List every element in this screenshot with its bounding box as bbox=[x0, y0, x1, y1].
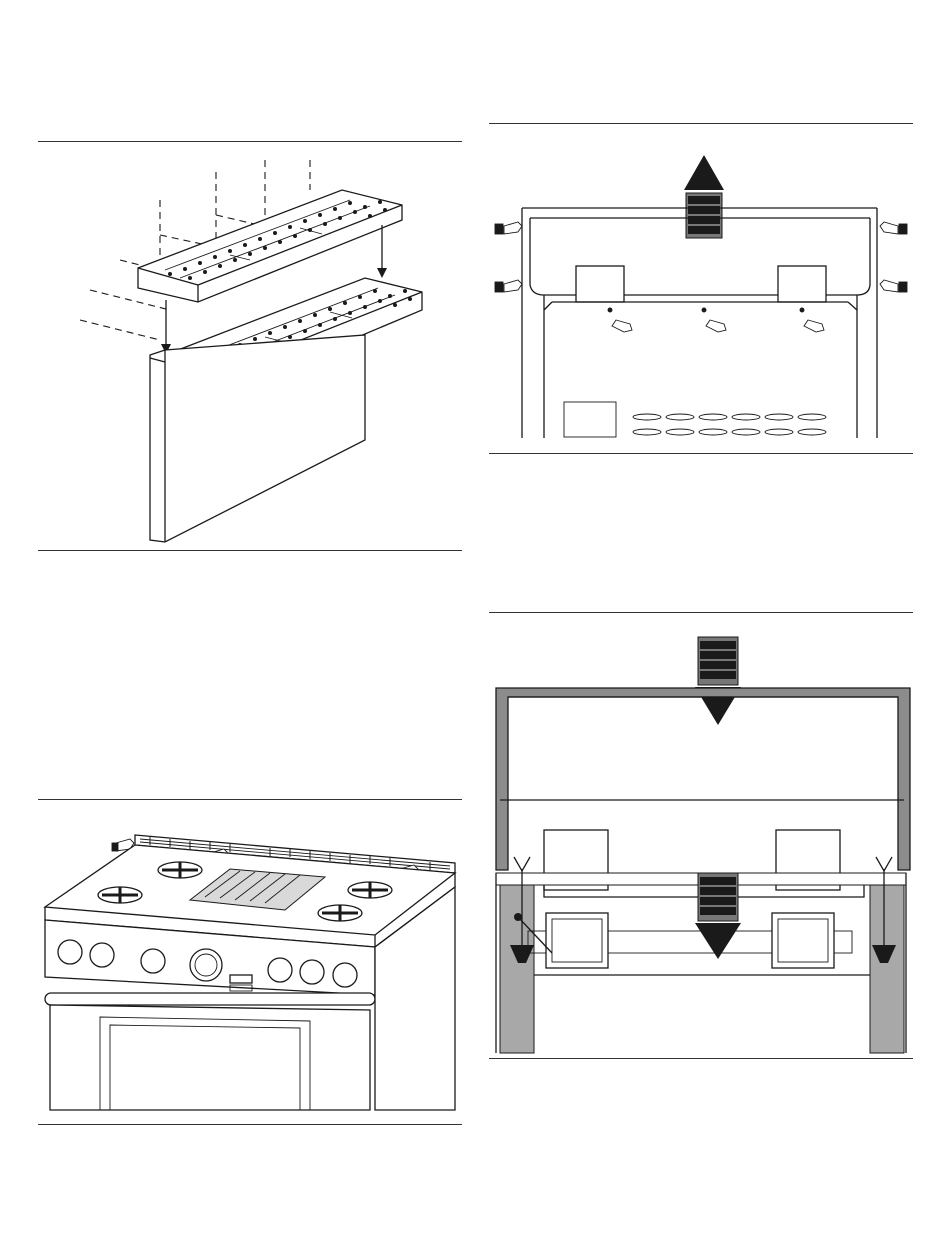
shelf-assembly-drawing-icon bbox=[60, 150, 440, 545]
shelf-assembly-figure bbox=[60, 150, 440, 545]
up-arrow-icon bbox=[684, 155, 724, 238]
oven-door bbox=[50, 1005, 370, 1110]
vent-slots bbox=[564, 402, 826, 437]
lift-up-drawing-icon bbox=[492, 150, 910, 440]
down-arrow-icon-middle bbox=[695, 873, 741, 959]
lower-backguard-figure bbox=[492, 635, 910, 1055]
rule-right-bottom bbox=[489, 1058, 913, 1059]
rule-right-mid2 bbox=[489, 612, 913, 613]
arrow-down-right bbox=[377, 225, 387, 278]
lower-down-drawing-icon bbox=[492, 635, 910, 1055]
rule-left-bottom bbox=[38, 1124, 462, 1125]
lift-backguard-figure bbox=[492, 150, 910, 440]
rule-left-mid2 bbox=[38, 799, 462, 800]
side-walls bbox=[522, 208, 877, 438]
rule-right-top bbox=[489, 123, 913, 124]
back-panel bbox=[150, 335, 365, 542]
backguard-frame bbox=[496, 688, 910, 897]
range-backguard-figure bbox=[40, 825, 460, 1115]
down-arrow-icon-top bbox=[695, 637, 741, 725]
range-drawing-icon bbox=[40, 825, 460, 1115]
rule-right-mid1 bbox=[489, 453, 913, 454]
rule-left-mid1 bbox=[38, 550, 462, 551]
valve-assembly bbox=[528, 913, 852, 968]
rule-left-top bbox=[38, 141, 462, 142]
hand-icons-screws bbox=[608, 308, 824, 332]
oven-handle bbox=[45, 993, 375, 1005]
